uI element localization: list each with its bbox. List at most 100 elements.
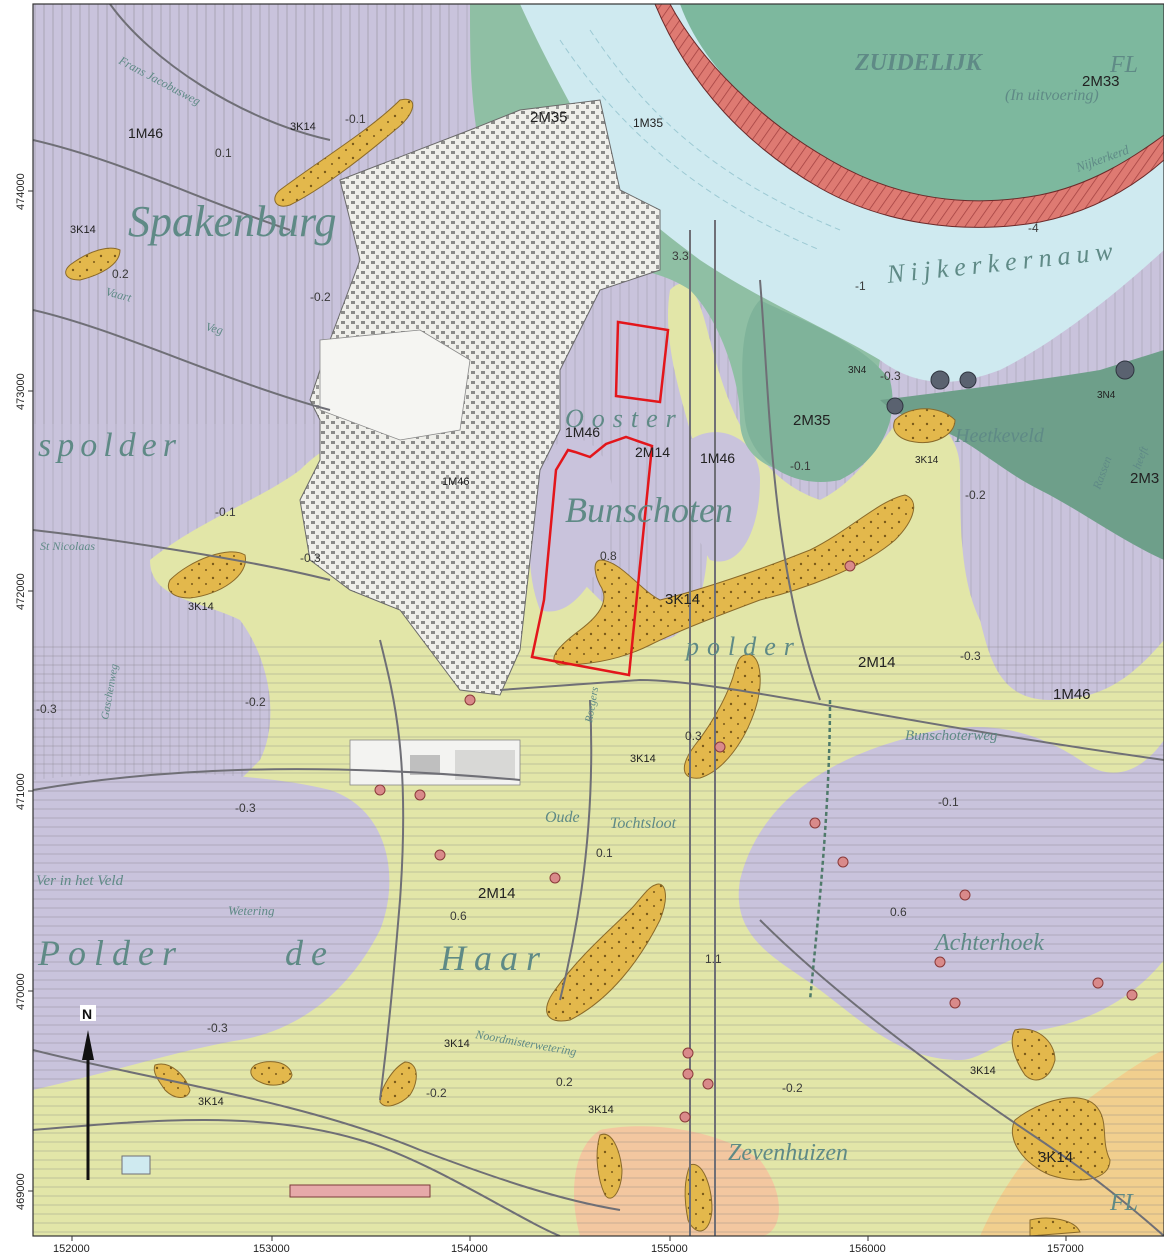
soil-label: 3K14	[70, 224, 96, 236]
soil-label: 2M14	[858, 654, 896, 671]
place-oosterpolder-b: polder	[684, 632, 802, 661]
y-tick-label: 470000	[15, 973, 27, 1010]
place-achterhoek: Achterhoek	[933, 930, 1044, 956]
x-axis: 152000 153000 154000 155000 156000 15700…	[53, 1236, 1084, 1255]
soil-label: 3N4	[848, 365, 867, 376]
place-ver-in-het-veld: Ver in het Veld	[36, 873, 124, 889]
place-zevenhuizen: Zevenhuizen	[728, 1140, 848, 1166]
place-wetering: Wetering	[228, 903, 275, 918]
depth-label: -0.3	[960, 649, 981, 663]
teal-clay-area-east	[880, 350, 1164, 560]
place-tochtsloot: Tochtsloot	[610, 815, 677, 832]
soil-label: 2M33	[1082, 73, 1120, 90]
soil-label: 3K14	[188, 601, 214, 613]
soil-label: 3K14	[630, 753, 656, 765]
y-tick-label: 474000	[15, 173, 27, 210]
depth-label: 0.2	[556, 1075, 573, 1089]
depth-label: 0.1	[596, 846, 613, 860]
soil-label: 1M46	[700, 450, 735, 466]
x-tick-label: 154000	[451, 1243, 488, 1255]
depth-label: 0.8	[600, 549, 617, 563]
soil-label: 2M14	[635, 444, 670, 460]
depth-label: -0.1	[790, 459, 811, 473]
soil-label: 3K14	[198, 1096, 224, 1108]
map-body	[33, 4, 1164, 1236]
x-tick-label: 156000	[849, 1243, 886, 1255]
soil-label: 3K14	[970, 1065, 996, 1077]
y-tick-label: 469000	[15, 1173, 27, 1210]
urban-area	[299, 99, 661, 696]
soil-label: 3K14	[444, 1038, 470, 1050]
place-veg: Veg	[204, 319, 224, 337]
soil-label: 1M46	[565, 424, 600, 440]
y-tick-label: 472000	[15, 573, 27, 610]
soil-label: 2M3	[1130, 470, 1159, 487]
x-tick-label: 157000	[1047, 1243, 1084, 1255]
place-polder-de-haar-b: de	[285, 933, 335, 973]
north-arrow: N	[80, 1005, 96, 1180]
y-axis: 474000 473000 472000 471000 470000 46900…	[15, 173, 33, 1210]
depth-label: 0.3	[685, 729, 702, 743]
soil-label: 3K14	[588, 1104, 614, 1116]
depth-label: -0.2	[426, 1086, 447, 1100]
depth-label: -4	[1028, 221, 1039, 235]
place-heetkeveld: Heetkeveld	[954, 425, 1045, 447]
soil-label: 1M46	[128, 125, 163, 141]
depth-label: -0.2	[310, 290, 331, 304]
place-zuidelijk: ZUIDELIJK	[854, 50, 984, 76]
roads	[33, 4, 1164, 1236]
place-fl: FL	[1109, 1190, 1138, 1216]
place-oosterpolder-a: Ooster	[565, 404, 684, 433]
place-bunschoten: Bunschoten	[565, 490, 733, 530]
north-label: N	[82, 1006, 92, 1022]
depth-label: 0.2	[112, 267, 129, 281]
place-in-uitvoering: (In uitvoering)	[1005, 87, 1099, 104]
depth-label: -0.3	[880, 369, 901, 383]
soil-label: 3K14	[665, 591, 700, 608]
depth-label: -0.1	[345, 112, 366, 126]
soil-label: 1M46	[1053, 686, 1091, 703]
depth-label: -0.1	[938, 795, 959, 809]
soil-label: 3K14	[915, 455, 939, 466]
depth-label: 0.6	[890, 905, 907, 919]
depth-label: -0.2	[245, 695, 266, 709]
depth-label: 0.1	[215, 146, 232, 160]
place-spolder: spolder	[38, 427, 182, 464]
place-bunschoterweg: Bunschoterweg	[905, 728, 998, 744]
soil-label: 3N4	[1097, 390, 1116, 401]
place-vaart: Vaart	[104, 284, 133, 304]
place-fl-north: FL	[1109, 52, 1138, 78]
soil-label: 2M35	[793, 412, 831, 429]
soil-label: 3K14	[1038, 1149, 1073, 1166]
soil-label: 2M35	[530, 109, 568, 126]
depth-labels: -0.1 0.1 0.2 -0.2 -0.1 -0.3 -0.2 -0.3 -0…	[36, 112, 1039, 1100]
y-tick-label: 471000	[15, 773, 27, 810]
soil-label: 1M35	[633, 116, 663, 130]
x-tick-label: 153000	[253, 1243, 290, 1255]
depth-label: 3.3	[672, 249, 689, 263]
soil-label: 3K14	[290, 121, 316, 133]
soil-label: 2M14	[478, 885, 516, 902]
soil-label: 1M46	[442, 476, 470, 488]
depth-label: -0.2	[965, 488, 986, 502]
depth-label: -0.3	[207, 1021, 228, 1035]
place-polder-de-haar-c: Haar	[439, 938, 548, 978]
study-area-north	[614, 320, 670, 404]
place-oude: Oude	[545, 809, 580, 826]
depth-label: 0.6	[450, 909, 467, 923]
y-tick-label: 473000	[15, 373, 27, 410]
x-tick-label: 155000	[651, 1243, 688, 1255]
place-spakenburg: Spakenburg	[128, 197, 337, 246]
depth-label: -0.1	[215, 505, 236, 519]
depth-label: -0.3	[235, 801, 256, 815]
depth-label: -0.3	[36, 702, 57, 716]
depth-label: -0.3	[300, 551, 321, 565]
place-polder-de-haar-a: Polder	[37, 933, 184, 973]
depth-label: 1.1	[705, 952, 722, 966]
sand-ridges	[65, 98, 1111, 1236]
place-st-nicolaas: St Nicolaas	[40, 539, 95, 553]
depth-label: -1	[855, 279, 866, 293]
depth-label: -0.2	[782, 1081, 803, 1095]
